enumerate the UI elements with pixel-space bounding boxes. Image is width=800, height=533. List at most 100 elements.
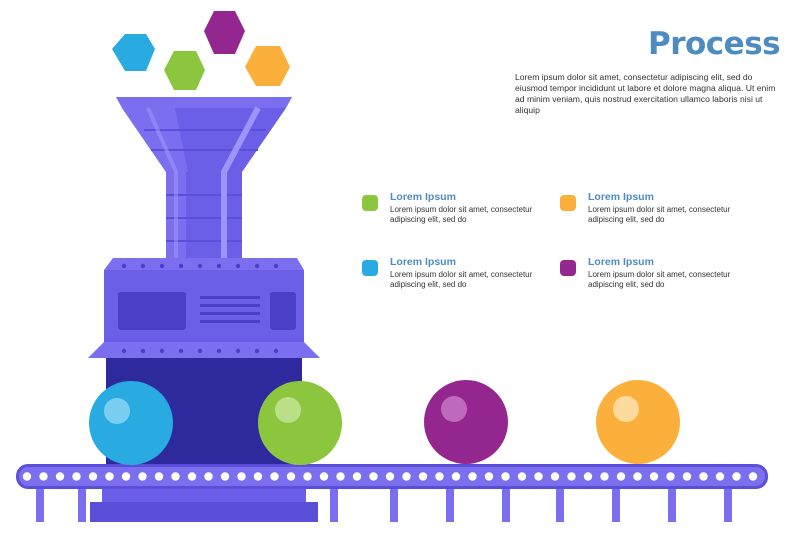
roller-hole — [253, 472, 263, 481]
roller-hole — [319, 472, 329, 481]
rivet — [216, 348, 222, 354]
conveyor-leg — [446, 489, 454, 522]
rivet — [140, 348, 146, 354]
rivet — [235, 263, 241, 269]
hexagon-blue — [112, 34, 155, 71]
conveyor-leg — [724, 489, 732, 522]
roller-hole — [187, 472, 197, 481]
roller-hole — [220, 472, 230, 481]
legend-text: Lorem ipsum dolor sit amet, consectetur … — [588, 270, 731, 289]
roller-hole — [699, 472, 708, 481]
hexagon-green — [164, 51, 205, 90]
roller-hole — [369, 472, 378, 481]
roller-hole — [55, 472, 65, 481]
funnel-hopper — [116, 97, 292, 260]
roller-hole — [451, 472, 461, 481]
roller-hole — [567, 472, 576, 481]
roller-hole — [237, 472, 246, 481]
roller-hole — [748, 472, 758, 481]
roller-hole — [732, 472, 741, 481]
rivet — [178, 263, 184, 269]
legend-heading: Lorem Ipsum — [588, 256, 654, 268]
roller-hole — [39, 472, 48, 481]
rivet — [121, 348, 127, 354]
machine-foot — [90, 502, 318, 522]
rivet — [235, 348, 241, 354]
conveyor-leg — [330, 489, 338, 522]
conveyor-leg — [556, 489, 564, 522]
roller-hole — [303, 472, 312, 481]
rivet — [273, 348, 279, 354]
roller-hole — [270, 472, 279, 481]
roller-hole — [666, 472, 675, 481]
roller-hole — [154, 472, 164, 481]
roller-hole — [385, 472, 395, 481]
legend-heading: Lorem Ipsum — [588, 191, 654, 203]
conveyor-leg — [668, 489, 676, 522]
rivet — [273, 263, 279, 269]
rivet — [140, 263, 146, 269]
roller-hole — [204, 472, 213, 481]
intro-text: Lorem ipsum dolor sit amet, consectetur … — [515, 72, 776, 115]
legend-heading: Lorem Ipsum — [390, 256, 456, 268]
rivet — [254, 348, 260, 354]
conveyor-leg — [502, 489, 510, 522]
conveyor-leg — [78, 489, 86, 522]
rivet — [254, 263, 260, 269]
rivet — [197, 263, 203, 269]
machine-head — [88, 258, 320, 358]
roller-hole — [22, 472, 32, 481]
sphere-green — [258, 381, 342, 465]
roller-hole — [583, 472, 593, 481]
roller-hole — [501, 472, 510, 481]
machine-rivets — [121, 263, 279, 354]
roller-hole — [633, 472, 642, 481]
hexagon-orange — [245, 46, 290, 86]
roller-hole — [682, 472, 692, 481]
conveyor-leg — [36, 489, 44, 522]
legend-heading: Lorem Ipsum — [390, 191, 456, 203]
roller-hole — [336, 472, 345, 481]
conveyor-leg — [390, 489, 398, 522]
roller-hole — [649, 472, 659, 481]
page-title: Process — [648, 26, 781, 62]
legend-text: Lorem ipsum dolor sit amet, consectetur … — [390, 270, 533, 289]
roller-hole — [550, 472, 560, 481]
roller-hole — [72, 472, 81, 481]
roller-hole — [534, 472, 543, 481]
roller-hole — [171, 472, 180, 481]
rivet — [159, 263, 165, 269]
conveyor-legs — [36, 489, 732, 522]
rivet — [197, 348, 203, 354]
rivet — [216, 263, 222, 269]
roller-hole — [468, 472, 477, 481]
roller-hole — [715, 472, 725, 481]
legend-swatch-purple — [560, 260, 576, 276]
sphere-orange — [596, 380, 680, 464]
conveyor-rollers — [22, 472, 758, 481]
roller-hole — [402, 472, 411, 481]
legend-swatch-orange — [560, 195, 576, 211]
rivet — [178, 348, 184, 354]
roller-hole — [616, 472, 626, 481]
roller-hole — [88, 472, 98, 481]
roller-hole — [418, 472, 428, 481]
machine-base — [102, 486, 306, 506]
legend-swatch-green — [362, 195, 378, 211]
sphere-purple — [424, 380, 508, 464]
roller-hole — [286, 472, 296, 481]
roller-hole — [138, 472, 147, 481]
rivet — [121, 263, 127, 269]
conveyor-leg — [612, 489, 620, 522]
roller-hole — [600, 472, 609, 481]
hexagon-purple — [204, 11, 245, 54]
roller-hole — [435, 472, 444, 481]
legend-swatch-blue — [362, 260, 378, 276]
legend-text: Lorem ipsum dolor sit amet, consectetur … — [390, 205, 533, 224]
roller-hole — [484, 472, 494, 481]
roller-hole — [121, 472, 131, 481]
rivet — [159, 348, 165, 354]
sphere-blue — [89, 381, 173, 465]
roller-hole — [517, 472, 527, 481]
